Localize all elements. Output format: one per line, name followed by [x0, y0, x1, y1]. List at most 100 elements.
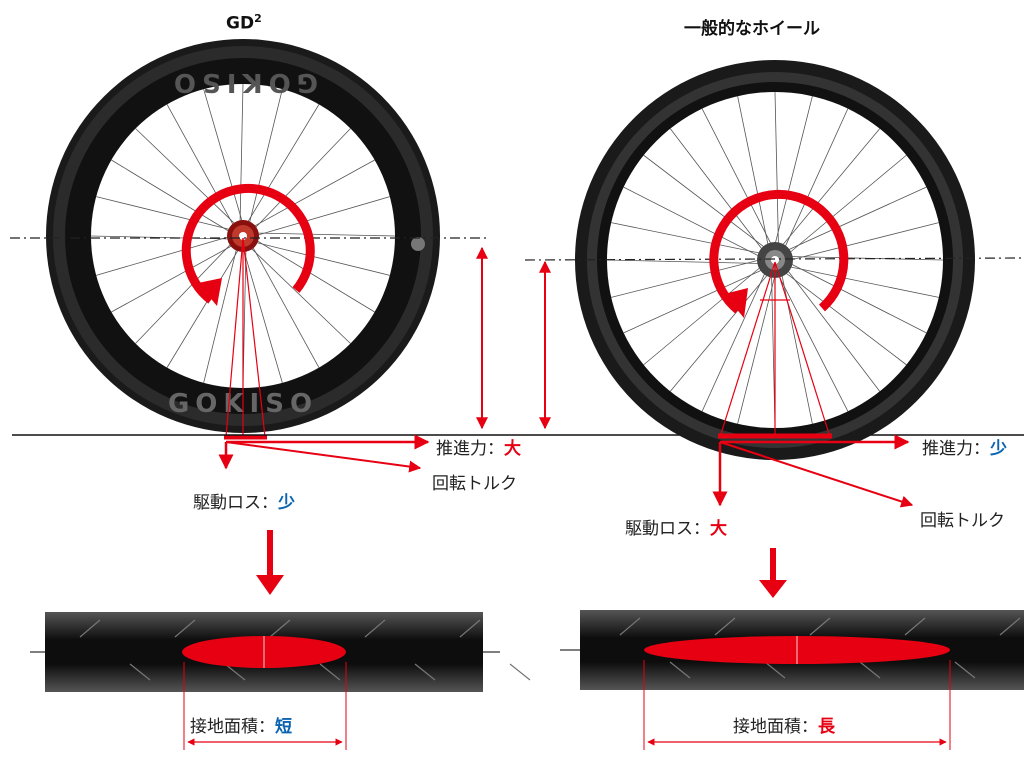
- tread-mark: [129, 663, 151, 681]
- spoke: [96, 196, 233, 231]
- spoke: [245, 104, 320, 225]
- right-propulsion-value: 少: [990, 439, 1007, 459]
- rim-logo-icon: [411, 237, 425, 251]
- tread-mark: [954, 661, 976, 679]
- spoke: [166, 247, 241, 368]
- left-title-sup: 2: [254, 12, 262, 25]
- spoke: [785, 268, 881, 392]
- right-title: 一般的なホイール: [684, 19, 820, 39]
- left-contact: 接地面積：短: [190, 712, 292, 737]
- right-torque-label: 回転トルク: [920, 511, 1005, 531]
- tread-mark: [224, 663, 246, 681]
- tread-mark: [619, 617, 641, 636]
- spoke: [135, 241, 233, 344]
- spoke: [787, 266, 939, 298]
- spoke: [643, 265, 763, 366]
- right-propulsion: 推進力：少: [922, 434, 1007, 459]
- spoke: [203, 89, 244, 225]
- spoke: [254, 232, 396, 237]
- tread-mark: [859, 661, 881, 679]
- spoke: [669, 272, 770, 392]
- tread-mark: [459, 619, 481, 638]
- left-contact-label: 接地面積：: [190, 717, 275, 737]
- tread-mark: [669, 661, 691, 679]
- spoke: [111, 159, 232, 234]
- spoke: [253, 241, 390, 276]
- spoke: [254, 196, 390, 237]
- spoke: [251, 159, 375, 228]
- right-wheel: [575, 60, 975, 460]
- spoke: [774, 91, 779, 247]
- spoke: [239, 83, 244, 225]
- spoke: [242, 247, 283, 383]
- tread-mark: [509, 663, 531, 681]
- left-propulsion-label: 推進力：: [436, 439, 504, 459]
- spoke: [774, 96, 813, 247]
- spoke: [701, 270, 767, 412]
- right-contact-label: 接地面積：: [733, 717, 818, 737]
- left-title: GD2: [226, 12, 262, 34]
- tread-mark: [809, 617, 831, 636]
- spoke: [135, 128, 238, 226]
- spoke: [254, 238, 375, 313]
- left-loss-label: 駆動ロス：: [193, 493, 278, 513]
- tread-mark: [79, 619, 101, 638]
- left-contact-value: 短: [275, 717, 292, 737]
- left-torque-label: 回転トルク: [432, 474, 517, 494]
- left-hub: [227, 220, 259, 252]
- tread-mark: [414, 663, 436, 681]
- tread-mark: [999, 617, 1021, 636]
- spoke: [606, 259, 762, 264]
- tread-mark: [364, 619, 386, 638]
- left-contact-lines: [225, 237, 266, 438]
- spoke: [251, 244, 320, 368]
- spoke: [90, 235, 232, 240]
- tread-mark: [714, 617, 736, 636]
- left-rotation-arrow: [181, 183, 315, 304]
- spoke: [777, 273, 849, 412]
- tread-mark: [319, 663, 341, 681]
- left-title-main: GD: [226, 13, 255, 34]
- spoke: [780, 128, 881, 248]
- rim-brand-top: GOKISO: [168, 67, 318, 97]
- left-propulsion: 推進力：大: [436, 434, 521, 459]
- right-loss-value: 大: [710, 519, 727, 539]
- spoke: [737, 96, 769, 248]
- spoke: [669, 128, 765, 252]
- right-rotation-arrow: [709, 189, 849, 314]
- spoke: [611, 259, 762, 298]
- spoke: [737, 273, 776, 424]
- spoke: [787, 154, 907, 255]
- spoke: [166, 104, 235, 228]
- spoke: [248, 89, 283, 226]
- left-propulsion-value: 大: [504, 439, 521, 459]
- right-loss-label: 駆動ロス：: [625, 519, 710, 539]
- spoke: [203, 246, 238, 383]
- spoke: [253, 128, 351, 231]
- spoke: [788, 222, 939, 261]
- spoke: [96, 235, 232, 276]
- rim-brand-bottom: GOKISO: [168, 389, 318, 419]
- spoke: [783, 270, 907, 366]
- spoke: [111, 244, 235, 313]
- right-axle-line: [524, 257, 1024, 261]
- left-torque-arrow: [225, 441, 422, 473]
- right-torque-arrow: [719, 441, 914, 508]
- spoke: [611, 222, 763, 254]
- spoke: [785, 186, 927, 252]
- tread-mark: [269, 619, 291, 638]
- tread-mark: [904, 617, 926, 636]
- spoke: [788, 262, 927, 334]
- right-contact: 接地面積：長: [733, 712, 835, 737]
- right-contact-lines: [719, 261, 831, 438]
- left-wheel: GOKISO GOKISO: [46, 39, 440, 433]
- tread-mark: [174, 619, 196, 638]
- right-propulsion-label: 推進力：: [922, 439, 990, 459]
- spoke: [783, 108, 849, 250]
- tread-mark: [764, 661, 786, 679]
- right-contact-value: 長: [818, 717, 835, 737]
- left-loss: 駆動ロス：少: [193, 488, 295, 513]
- spoke: [701, 108, 773, 247]
- right-loss: 駆動ロス：大: [625, 514, 727, 539]
